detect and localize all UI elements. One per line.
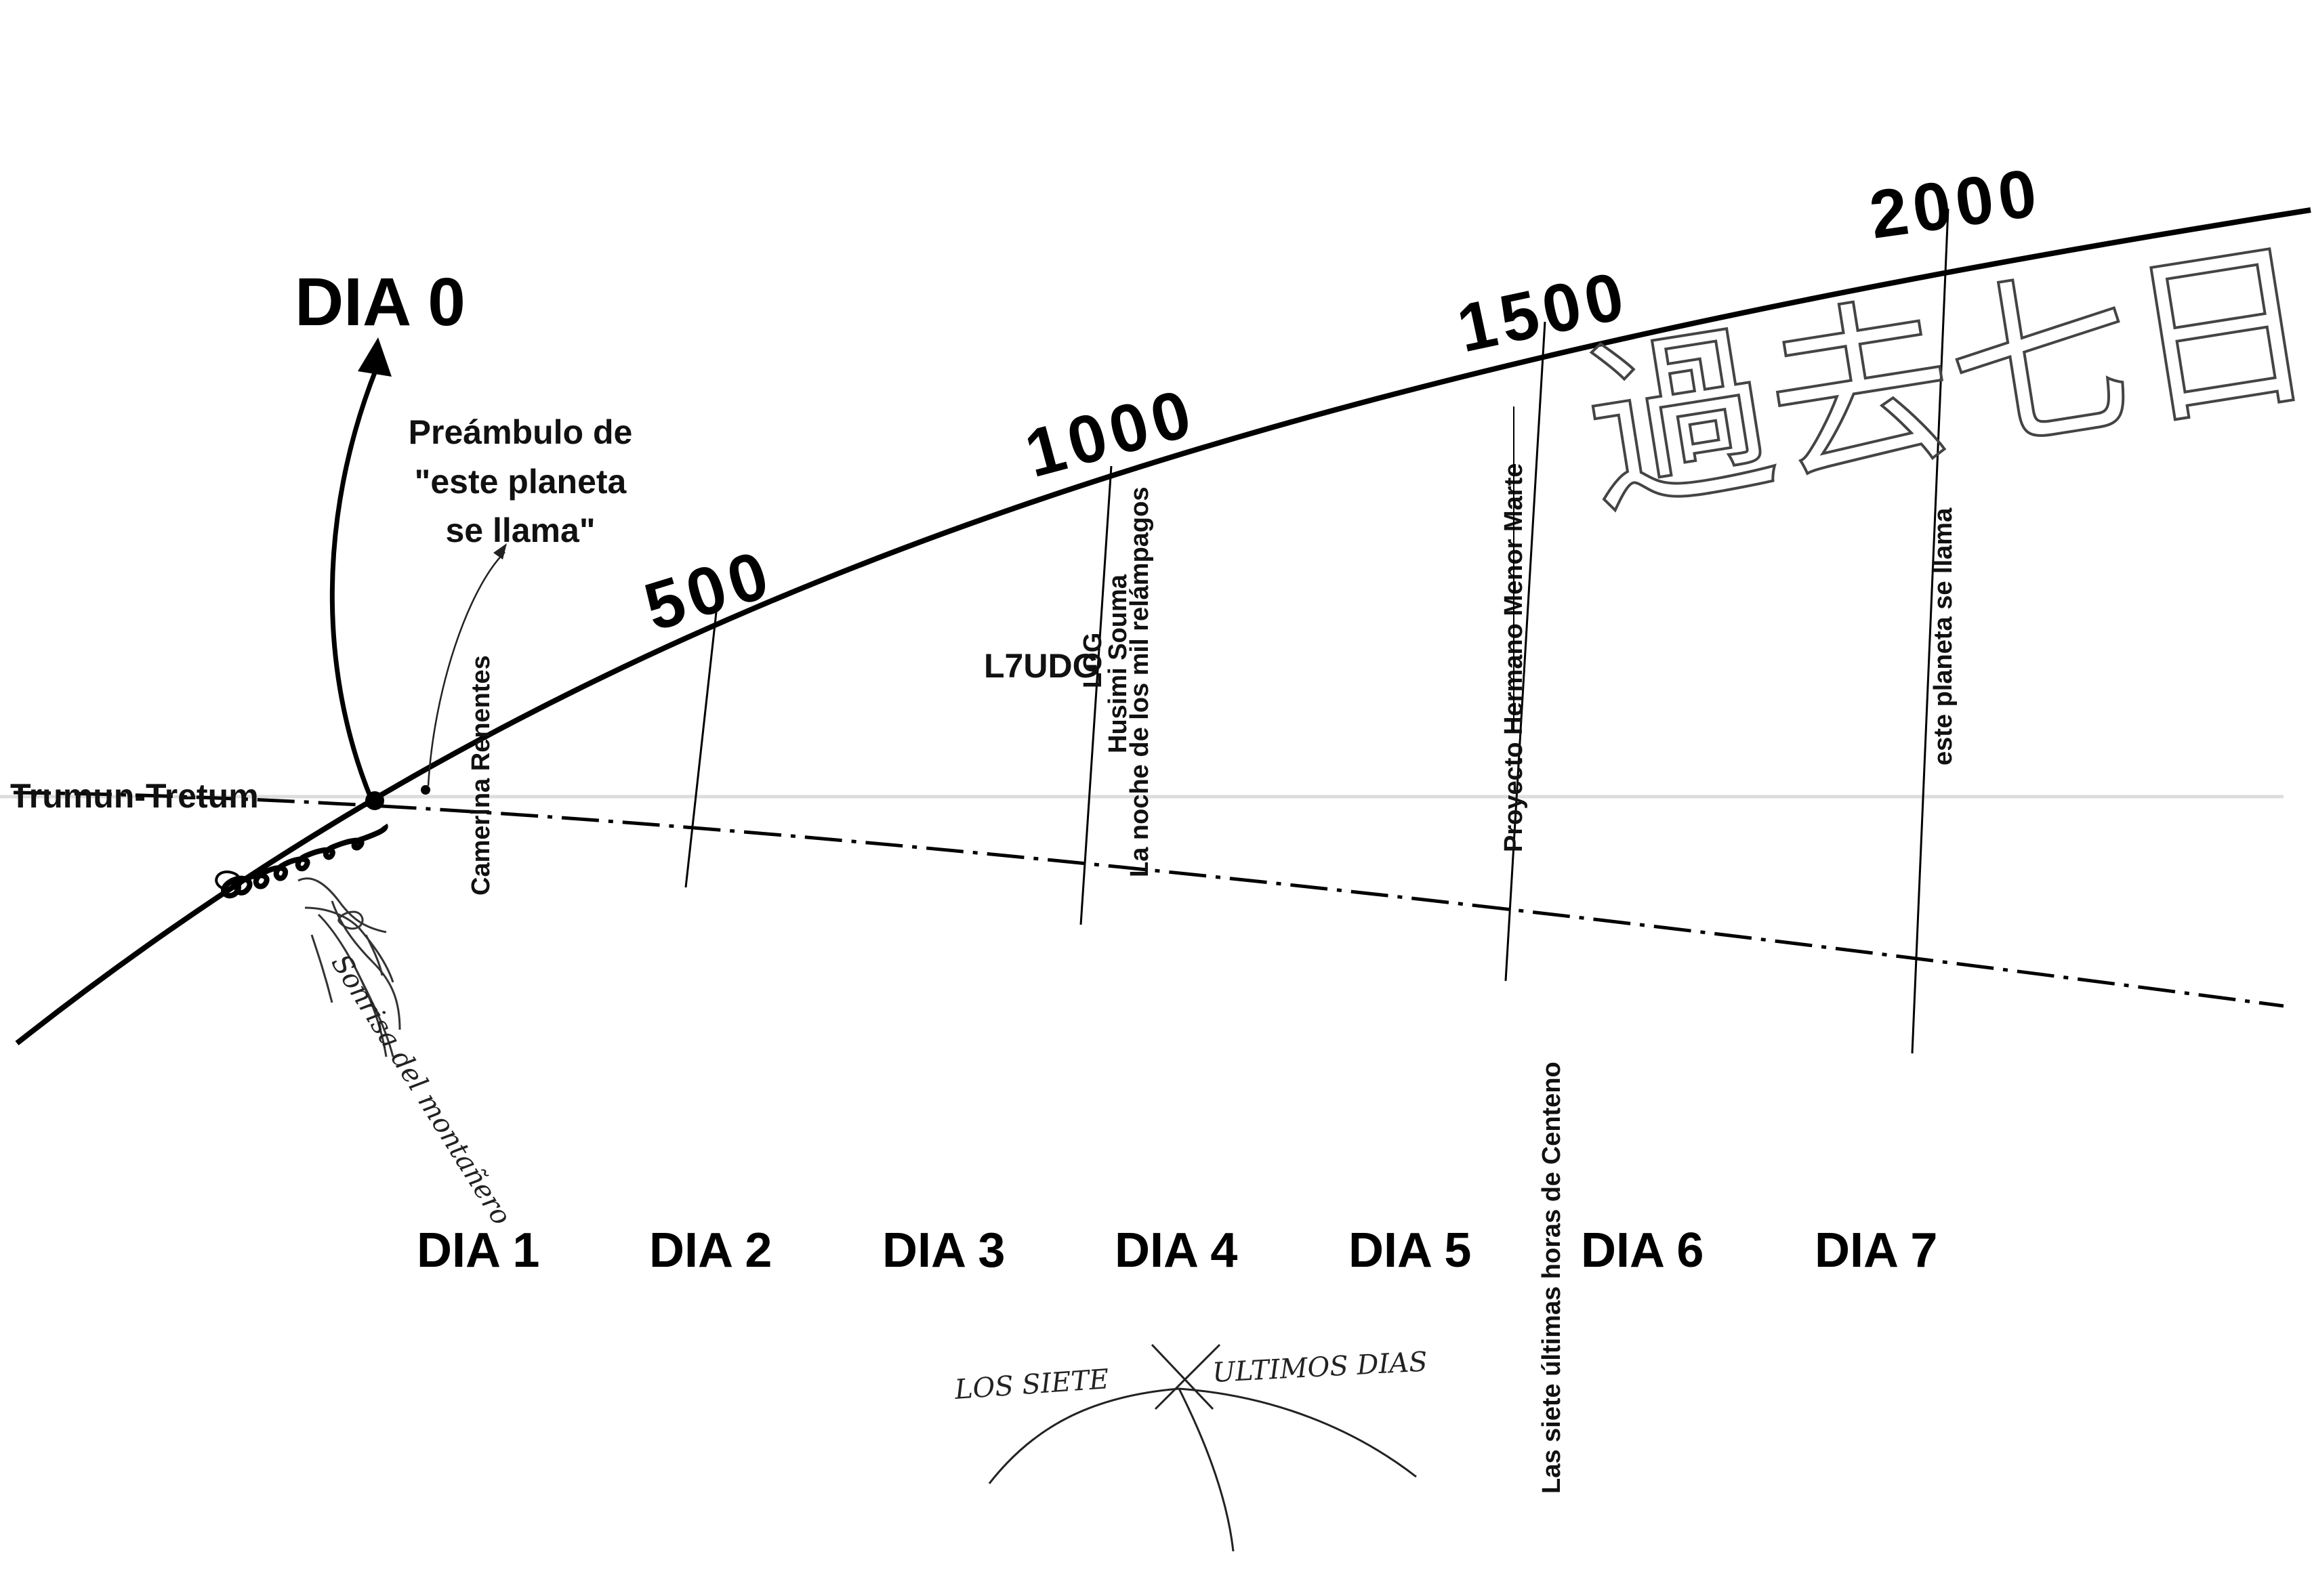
origin-label: Trumun-Tretum <box>10 777 259 815</box>
footer-title-left: LOS SIETE <box>953 1364 1109 1406</box>
title-dia0: DIA 0 <box>295 264 466 340</box>
story-l7udg: L7UDG <box>984 647 1098 685</box>
preamble-line-2: "este planeta <box>415 463 627 501</box>
tick-line-1000 <box>1079 465 1113 925</box>
day-label-1: DIA 1 <box>417 1223 539 1278</box>
projection-dash-dot-line <box>13 791 2284 1008</box>
milestone-2000: 2000 <box>1865 154 2046 253</box>
origin-node <box>365 791 384 810</box>
day-label-3: DIA 3 <box>882 1223 1005 1278</box>
story-camerina-renentes: Camerina Renentes <box>467 655 495 896</box>
preamble-line-1: Preámbulo de <box>409 413 633 451</box>
tick-line-1500 <box>1504 321 1546 982</box>
preamble-origin-dot <box>421 785 430 795</box>
main-timeline-curve <box>15 207 2311 1046</box>
origin-knot-loop <box>215 870 241 891</box>
milestone-500: 500 <box>636 535 782 646</box>
origin-knot-scribble <box>221 823 388 899</box>
story-noche-relampagos: La noche de los mil relámpagos <box>1126 487 1154 878</box>
day-label-6: DIA 6 <box>1581 1223 1704 1278</box>
day-label-7: DIA 7 <box>1815 1223 1937 1278</box>
day-label-4: DIA 4 <box>1115 1223 1237 1278</box>
sketch-caption: Sonrisa del montañero <box>325 949 518 1231</box>
climber-sketch <box>297 877 401 1057</box>
story-log: LOG <box>1079 633 1107 688</box>
preamble-arrow-shaft <box>427 551 505 786</box>
preamble-line-3: se llama" <box>445 511 595 549</box>
dia0-arrowhead <box>358 337 392 377</box>
preamble-arrowhead <box>493 543 507 560</box>
footer-rays <box>988 1343 1417 1552</box>
dia0-arrow-shaft <box>329 368 379 801</box>
footer-title-right: ULTIMOS DIAS <box>1212 1346 1428 1389</box>
story-este-planeta: este planeta se llama <box>1929 507 1958 765</box>
day-label-2: DIA 2 <box>649 1223 772 1278</box>
story-husimi-souma: Husimi Souma <box>1104 574 1132 753</box>
story-siete-horas-centeno: Las siete últimas horas de Centeno <box>1537 1062 1566 1494</box>
tick-line-500 <box>684 606 718 888</box>
day-label-5: DIA 5 <box>1348 1223 1471 1278</box>
tick-line-2000 <box>1911 208 1949 1054</box>
